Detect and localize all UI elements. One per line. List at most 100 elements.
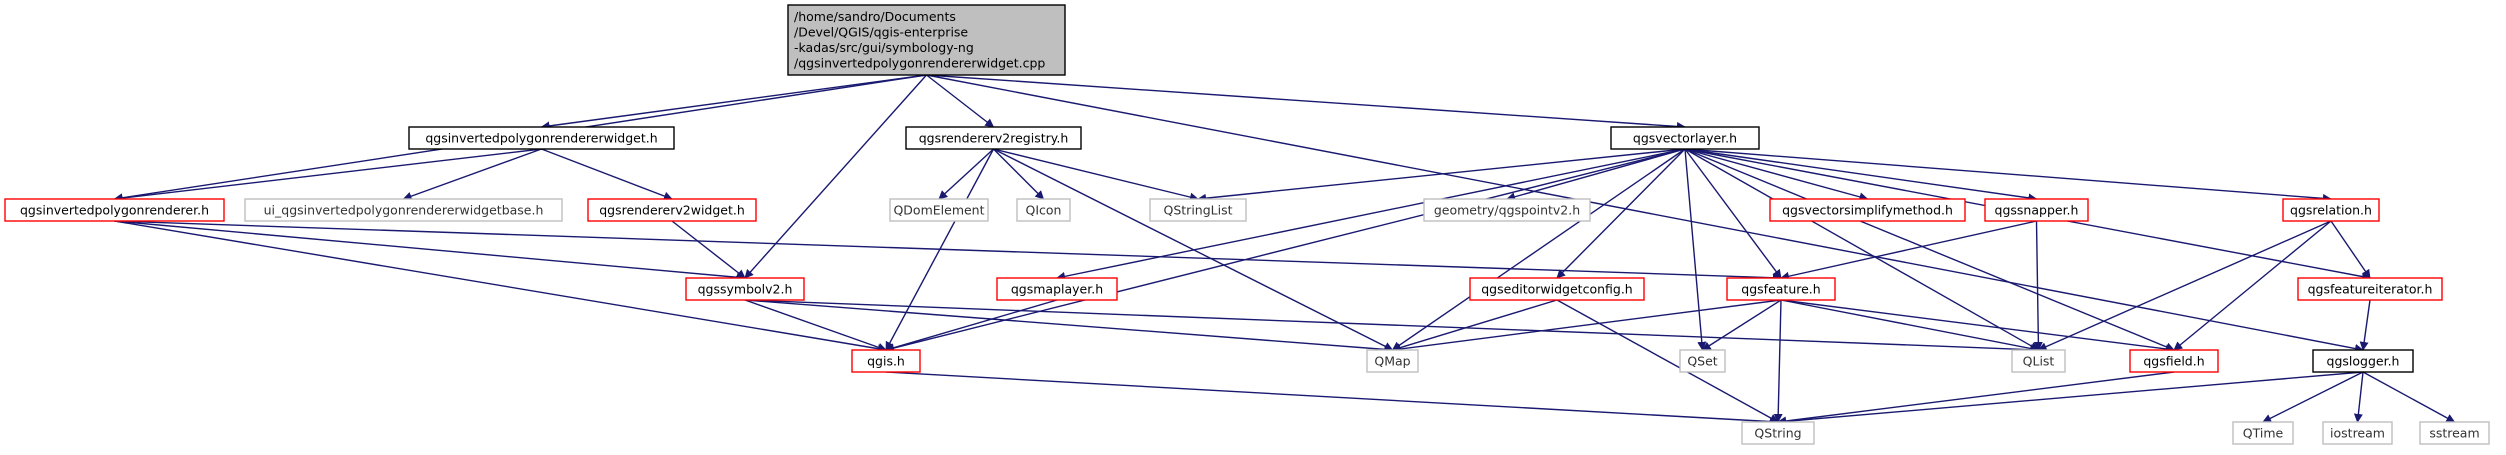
edges-layer (113, 74, 2456, 427)
node-qlist[interactable]: QList (2011, 349, 2066, 373)
node-box (1469, 277, 1645, 301)
node-label: /home/sandro/Documents (794, 9, 956, 24)
edge-invrenderer-to-feature (114, 220, 1782, 283)
edge-registry-to-qicon (993, 148, 1045, 200)
node-qgis[interactable]: qgis.h (851, 349, 921, 373)
node-box (244, 198, 563, 222)
edge-feature-to-qset (1701, 299, 1782, 351)
node-registry[interactable]: qgsrendererv2registry.h (905, 126, 1082, 150)
node-box (1726, 277, 1836, 301)
node-box (2129, 349, 2219, 373)
node-rendererwidget[interactable]: qgsrendererv2widget.h (587, 198, 757, 222)
edge-logger-to-sstream (2362, 371, 2456, 423)
node-box (2322, 421, 2393, 445)
node-box (2419, 421, 2490, 445)
node-label: qgsinvertedpolygonrenderer.h (20, 203, 209, 218)
edge-symbolv2-to-qgis (744, 299, 887, 352)
node-qset[interactable]: QSet (1679, 349, 1726, 373)
node-box (1366, 349, 1419, 373)
node-box (851, 349, 921, 373)
node-label: qgsmaplayer.h (1011, 282, 1103, 297)
node-label: qgsrelation.h (2290, 203, 2372, 218)
node-vectorlayer[interactable]: qgsvectorlayer.h (1610, 126, 1760, 150)
node-qdomelement[interactable]: QDomElement (889, 198, 989, 222)
node-label: -kadas/src/gui/symbology-ng (794, 40, 974, 55)
node-qstring[interactable]: QString (1741, 421, 1815, 445)
node-maplayer[interactable]: qgsmaplayer.h (996, 277, 1118, 301)
node-box (2297, 277, 2443, 301)
edge-feature-to-qmap (1391, 299, 1782, 354)
edge-vectorlayer-to-editorwidget (1556, 148, 1686, 279)
node-invrenderer[interactable]: qgsinvertedpolygonrenderer.h (4, 198, 225, 222)
node-label: qgsfield.h (2143, 354, 2204, 369)
node-box (4, 198, 225, 222)
node-box (787, 4, 1066, 76)
edge-snapper-to-feature (1780, 220, 2037, 281)
edge-logger-to-qstring (1777, 371, 2364, 426)
node-snapper[interactable]: qgssnapper.h (1984, 198, 2089, 222)
edge-invrenderer-to-qgis (114, 220, 887, 354)
node-sstream[interactable]: sstream (2419, 421, 2490, 445)
node-qicon[interactable]: QIcon (1016, 198, 1071, 222)
edge-editorwidget-to-qstring (1556, 299, 1779, 423)
node-box (996, 277, 1118, 301)
node-iostream[interactable]: iostream (2322, 421, 2393, 445)
node-ui_base[interactable]: ui_qgsinvertedpolygonrendererwidgetbase.… (244, 198, 563, 222)
node-feature[interactable]: qgsfeature.h (1726, 277, 1836, 301)
node-label: /qgsinvertedpolygonrendererwidget.cpp (794, 56, 1045, 71)
node-label: qgssnapper.h (1995, 203, 2079, 218)
node-qstringlist[interactable]: QStringList (1149, 198, 1247, 222)
node-box (1149, 198, 1247, 222)
node-box (889, 198, 989, 222)
edge-snapper-to-qlist (2033, 220, 2043, 351)
node-box (1610, 126, 1760, 150)
node-label: ui_qgsinvertedpolygonrendererwidgetbase.… (264, 203, 544, 218)
edge-vectorlayer-to-qmap (1391, 148, 1686, 351)
node-widget_h[interactable]: qgsinvertedpolygonrendererwidget.h (408, 126, 675, 150)
edge-root-to-logger (926, 74, 2364, 353)
node-pointv2[interactable]: geometry/qgspointv2.h (1423, 198, 1591, 222)
node-editorwidget[interactable]: qgseditorwidgetconfig.h (1469, 277, 1645, 301)
node-field[interactable]: qgsfield.h (2129, 349, 2219, 373)
node-label: qgsvectorsimplifymethod.h (1782, 203, 1953, 218)
node-label: QDomElement (893, 203, 984, 218)
node-root[interactable]: /home/sandro/Documents/Devel/QGIS/qgis-e… (787, 4, 1066, 76)
node-label: qgseditorwidgetconfig.h (1481, 282, 1632, 297)
edge-editorwidget-to-qmap (1391, 299, 1558, 352)
node-label: QMap (1374, 354, 1410, 369)
node-box (2312, 349, 2414, 373)
edge-relation-to-qlist (2037, 220, 2332, 351)
edge-vectorlayer-to-pointv2 (1506, 148, 1686, 202)
node-relation[interactable]: qgsrelation.h (2282, 198, 2380, 222)
edge-widget_h-to-rendererwidget (541, 148, 673, 201)
node-featureiter[interactable]: qgsfeatureiterator.h (2297, 277, 2443, 301)
node-label: QStringList (1164, 203, 1233, 218)
nodes-layer: /home/sandro/Documents/Devel/QGIS/qgis-e… (4, 4, 2490, 445)
node-symbolv2[interactable]: qgssymbolv2.h (685, 277, 805, 301)
node-qtime[interactable]: QTime (2232, 421, 2294, 445)
edge-logger-to-qtime (2262, 371, 2364, 423)
node-label: QTime (2243, 426, 2284, 441)
edge-vectorlayer-to-qlist (1684, 148, 2040, 351)
node-label: qgssymbolv2.h (698, 282, 793, 297)
node-box (408, 126, 675, 150)
node-label: sstream (2429, 426, 2479, 441)
edge-vectorlayer-to-field (1684, 148, 2175, 352)
edge-widget_h-to-invrenderer (113, 148, 542, 203)
node-box (1741, 421, 1815, 445)
edge-vectorlayer-to-qstringlist (1197, 148, 1686, 203)
node-label: iostream (2330, 426, 2385, 441)
node-box (685, 277, 805, 301)
node-qmap[interactable]: QMap (1366, 349, 1419, 373)
node-logger[interactable]: qgslogger.h (2312, 349, 2414, 373)
edge-root-to-vectorlayer (926, 74, 1686, 131)
node-box (2282, 198, 2380, 222)
edge-vectorlayer-to-relation (1684, 148, 2332, 203)
edge-vectorlayer-to-qset (1684, 148, 1707, 351)
node-simplify[interactable]: qgsvectorsimplifymethod.h (1769, 198, 1966, 222)
edge-vectorlayer-to-feature (1684, 148, 1782, 279)
node-box (1679, 349, 1726, 373)
edge-feature-to-qlist (1780, 299, 2040, 353)
node-label: qgis.h (867, 354, 905, 369)
node-label: qgsfeatureiterator.h (2308, 282, 2433, 297)
